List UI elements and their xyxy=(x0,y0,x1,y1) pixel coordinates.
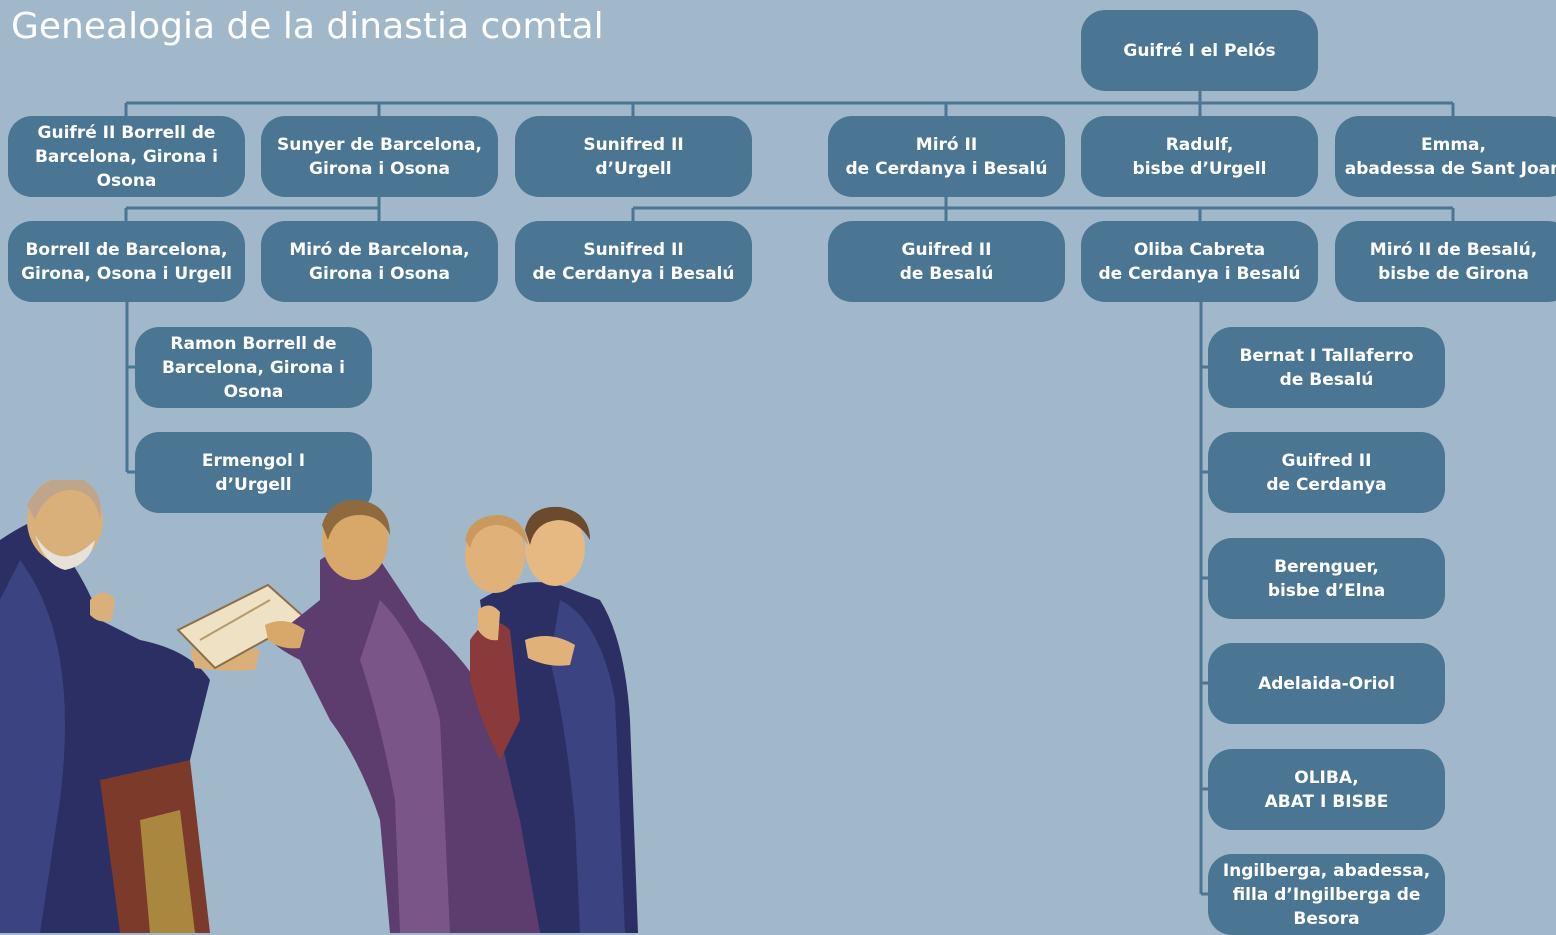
node-ramon-borrell: Ramon Borrell de Barcelona, Girona i Oso… xyxy=(135,327,372,408)
node-guifred-ii-cerdanya: Guifred II de Cerdanya xyxy=(1208,432,1445,513)
node-borrell: Borrell de Barcelona, Girona, Osona i Ur… xyxy=(8,221,245,302)
node-miro-ii-besalu: Miró II de Besalú, bisbe de Girona xyxy=(1335,221,1556,302)
node-emma: Emma, abadessa de Sant Joan xyxy=(1335,116,1556,197)
node-guifred-ii-besalu: Guifred II de Besalú xyxy=(828,221,1065,302)
node-sunyer: Sunyer de Barcelona, Girona i Osona xyxy=(261,116,498,197)
node-berenguer: Berenguer, bisbe d’Elna xyxy=(1208,538,1445,619)
node-bernat-tallaferro: Bernat I Tallaferro de Besalú xyxy=(1208,327,1445,408)
node-guifre-i: Guifré I el Pelós xyxy=(1081,10,1318,91)
node-ermengol-i: Ermengol I d’Urgell xyxy=(135,432,372,513)
page-title: Genealogia de la dinastia comtal xyxy=(11,6,604,47)
kneeling-monk-figure xyxy=(265,499,540,933)
node-sunifred-ii-cerdanya: Sunifred II de Cerdanya i Besalú xyxy=(515,221,752,302)
node-miro-barcelona: Miró de Barcelona, Girona i Osona xyxy=(261,221,498,302)
node-sunifred-ii-urgell: Sunifred II d’Urgell xyxy=(515,116,752,197)
node-guifre-ii-borrell: Guifré II Borrell de Barcelona, Girona i… xyxy=(8,116,245,197)
node-radulf: Radulf, bisbe d’Urgell xyxy=(1081,116,1318,197)
seated-abbot-figure xyxy=(0,480,260,933)
node-oliba-cabreta: Oliba Cabreta de Cerdanya i Besalú xyxy=(1081,221,1318,302)
node-oliba: OLIBA, ABAT I BISBE xyxy=(1208,749,1445,830)
node-miro-ii: Miró II de Cerdanya i Besalú xyxy=(828,116,1065,197)
medieval-monks-illustration xyxy=(0,480,638,933)
standing-monks-figure xyxy=(465,506,638,933)
node-adelaida-oriol: Adelaida-Oriol xyxy=(1208,643,1445,724)
node-ingilberga: Ingilberga, abadessa, filla d’Ingilberga… xyxy=(1208,854,1445,935)
